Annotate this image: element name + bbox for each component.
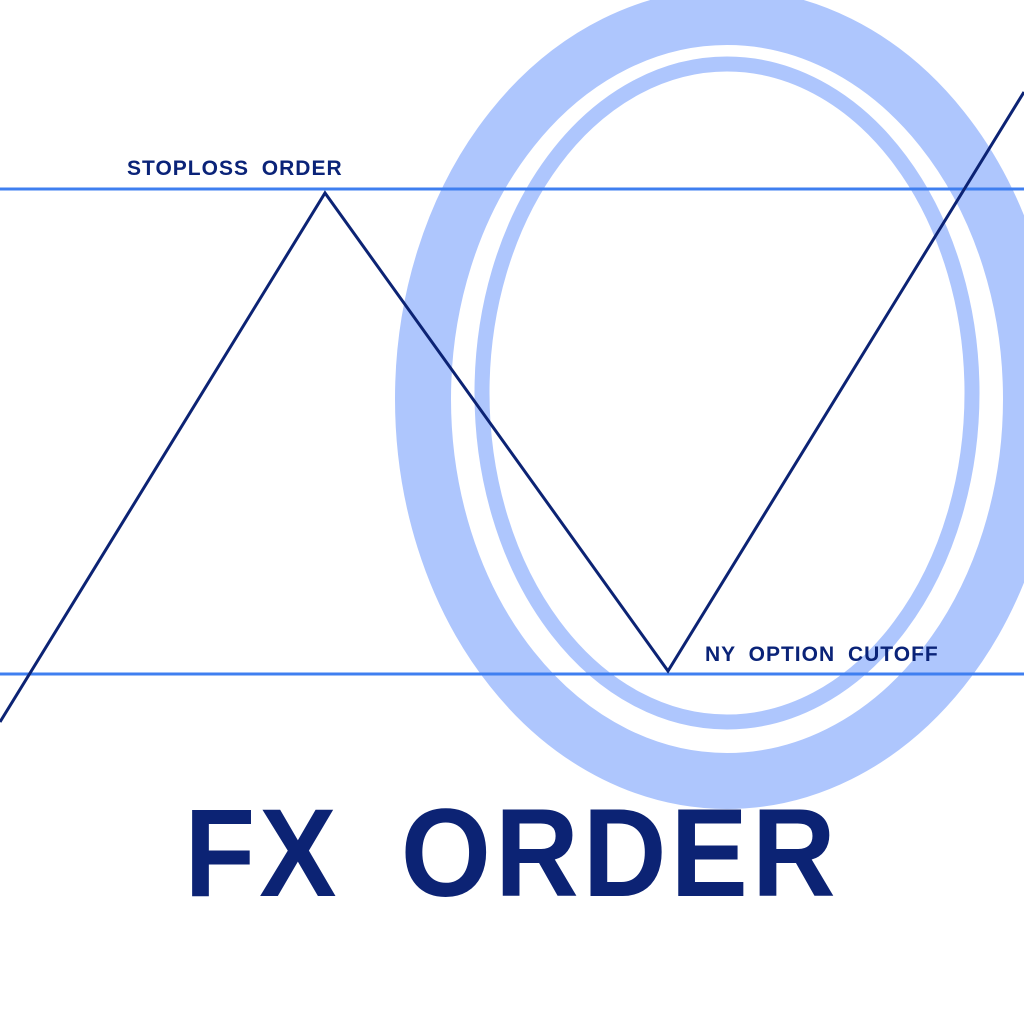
stoploss-order-label: STOPLOSS ORDER	[127, 157, 343, 180]
ny-option-cutoff-label: NY OPTION CUTOFF	[705, 643, 939, 666]
inner-ring	[474, 56, 980, 730]
app-title: FX ORDER	[184, 782, 840, 923]
price-zigzag-line	[0, 91, 1024, 723]
outer-ring	[395, 0, 1024, 809]
